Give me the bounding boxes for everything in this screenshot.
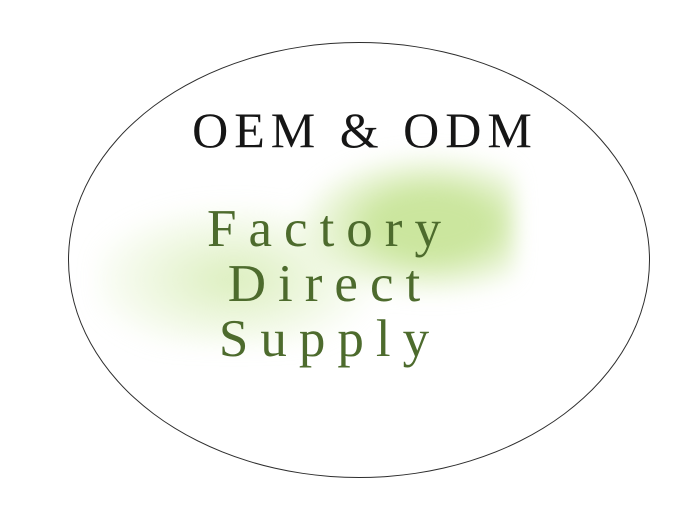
subtitle-line-factory: Factory xyxy=(207,200,453,258)
subtitle-line-direct: Direct xyxy=(227,255,433,313)
logo-subtitle: Factory Direct Supply xyxy=(0,202,680,367)
logo-title: OEM & ODM xyxy=(192,102,538,158)
subtitle-line-supply: Supply xyxy=(218,310,442,368)
ellipse-outline xyxy=(68,42,650,478)
